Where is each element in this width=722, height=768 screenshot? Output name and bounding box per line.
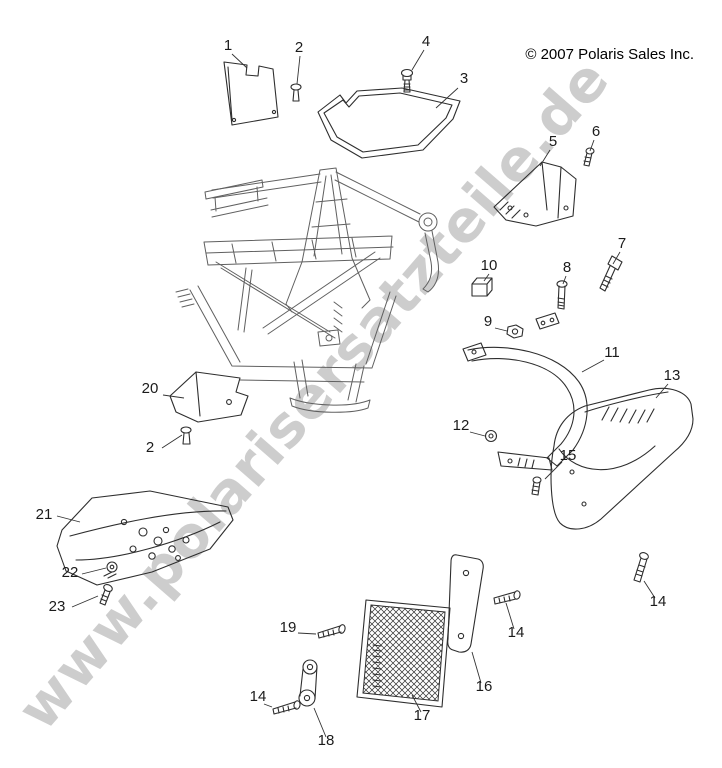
callout-21: 21 (36, 506, 53, 523)
part-12-washer (484, 429, 498, 443)
part-10-bumper-pad (471, 277, 493, 297)
part-13-side-panel (550, 387, 694, 530)
part-9-flange-nut (506, 324, 524, 339)
callout-leader-lines (56, 49, 669, 738)
callout-7: 7 (618, 235, 626, 252)
copyright-text: © 2007 Polaris Sales Inc. (525, 46, 694, 63)
part-20-shield-panel (169, 371, 249, 423)
callout-22: 22 (62, 564, 79, 581)
callout-12: 12 (453, 417, 470, 434)
callout-13: 13 (664, 367, 681, 384)
callout-15: 15 (560, 447, 577, 464)
part-23-screw (99, 583, 113, 606)
main-chassis-frame (175, 167, 439, 413)
callout-20: 20 (142, 380, 159, 397)
part-21-skid-plate (56, 490, 234, 586)
part-16-support-panel (447, 554, 484, 653)
callout-11: 11 (604, 344, 620, 361)
callout-17: 17 (414, 707, 431, 724)
callout-5: 5 (549, 133, 557, 150)
callout-19: 19 (280, 619, 297, 636)
part-14-screw-right (633, 552, 649, 583)
callout-14-mid: 14 (508, 624, 525, 641)
callout-numbers: 1 2 4 3 5 6 7 10 8 9 11 13 20 2 12 15 21… (36, 33, 681, 749)
part-18-mount-bracket (298, 659, 318, 707)
callout-4: 4 (422, 33, 430, 50)
part-3-cover-panel (317, 87, 461, 159)
part-8-bolt (556, 280, 568, 310)
part-4-bolt (400, 68, 414, 93)
callout-6: 6 (592, 123, 600, 140)
callout-14-right: 14 (650, 593, 667, 610)
callout-10: 10 (481, 257, 498, 274)
callout-18: 18 (318, 732, 335, 749)
callout-3: 3 (460, 70, 468, 87)
part-1-heat-shield-panel (223, 61, 279, 126)
part-14-screw-middle (493, 590, 521, 605)
callout-2-lower: 2 (146, 439, 154, 456)
callout-14-bottom: 14 (250, 688, 267, 705)
callout-16: 16 (476, 678, 493, 695)
callout-2-top: 2 (295, 39, 303, 56)
callout-23: 23 (49, 598, 66, 615)
callout-9: 9 (484, 313, 492, 330)
part-15-screw (531, 476, 542, 496)
part-11-bumper-tube (462, 312, 588, 471)
part-22-washer (106, 561, 118, 573)
callout-1: 1 (224, 37, 232, 54)
part-19-screw (317, 624, 346, 639)
part-14-screw-bottom (272, 700, 301, 715)
callout-8: 8 (563, 259, 571, 276)
part-17-radiator-grille (356, 599, 451, 708)
part-2-push-rivet-lower (180, 426, 192, 445)
part-5-bracket (493, 161, 577, 227)
part-6-screw (583, 147, 595, 167)
part-7-bolt (599, 255, 623, 292)
part-2-push-rivet-top (290, 83, 302, 102)
